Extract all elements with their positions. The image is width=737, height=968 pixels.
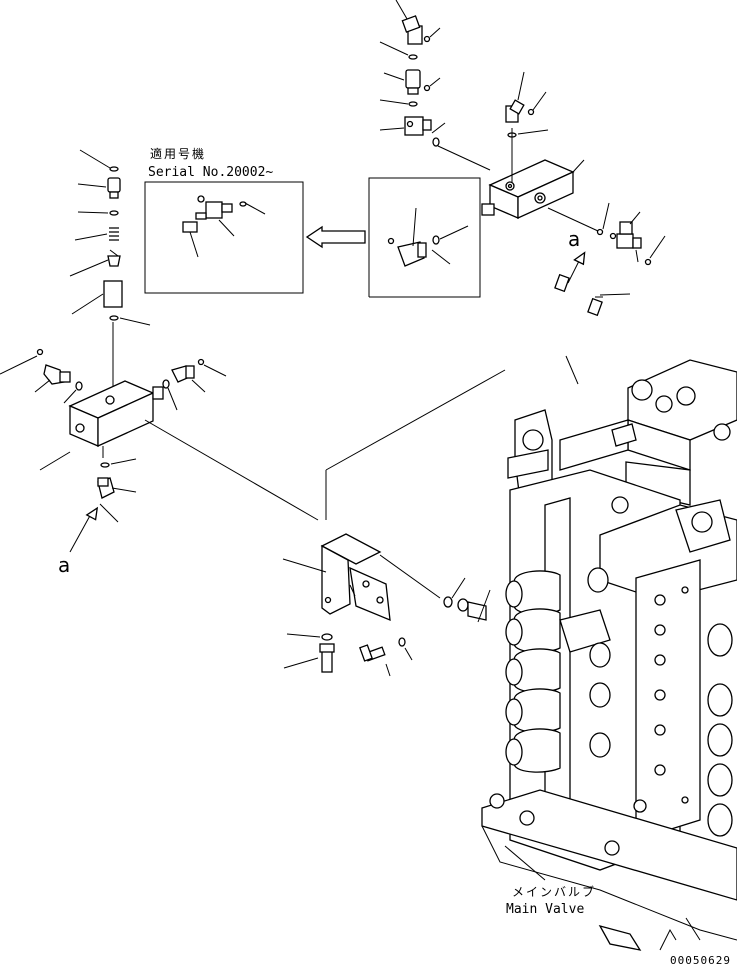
plate-holes bbox=[654, 586, 689, 804]
main-valve-label-en: Main Valve bbox=[506, 902, 584, 917]
inset-applicable-label: 適用号機 bbox=[150, 146, 206, 161]
main-valve-label: メインバルブ Main Valve bbox=[506, 884, 596, 917]
serial-inset: 適用号機 Serial No.20002~ bbox=[144, 146, 304, 294]
right-fitting-assembly: a bbox=[567, 211, 666, 298]
detail-elbow-fitting bbox=[387, 207, 469, 267]
inset-arrow bbox=[305, 225, 366, 249]
left-manifold-block: a bbox=[0, 348, 319, 577]
mounting-bracket bbox=[282, 369, 506, 677]
detail-box bbox=[368, 177, 481, 298]
callout-a-left: a bbox=[58, 553, 70, 577]
inset-frame bbox=[144, 181, 304, 294]
inset-serial-label: Serial No.20002~ bbox=[148, 165, 273, 180]
inset-tee-fitting bbox=[182, 195, 266, 258]
left-fitting-stack bbox=[69, 149, 151, 390]
callout-a-right: a bbox=[568, 227, 580, 251]
upper-manifold-block bbox=[481, 71, 610, 236]
top-fitting-stack bbox=[379, 0, 491, 171]
hydraulic-hose bbox=[526, 273, 603, 385]
drawing-code: 00050629 bbox=[670, 954, 731, 967]
spool-caps bbox=[505, 567, 611, 773]
main-valve-label-jp: メインバルブ bbox=[512, 884, 596, 899]
main-valve-assembly bbox=[481, 359, 737, 951]
